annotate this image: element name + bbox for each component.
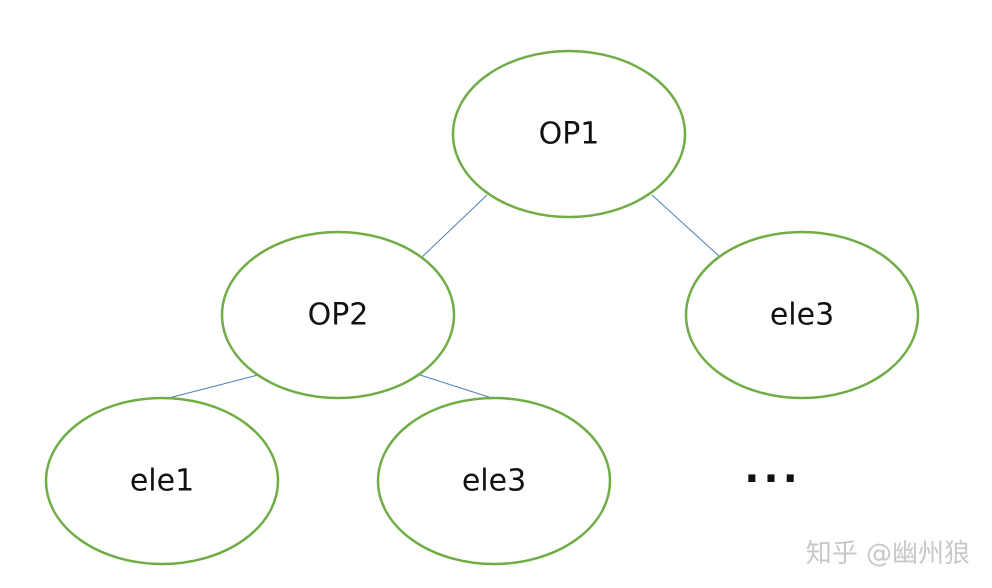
node-ele1-label: ele1 [130, 464, 194, 499]
node-op1: OP1 [451, 49, 687, 219]
node-ele3-right-label: ele3 [770, 298, 834, 333]
node-op2-label: OP2 [308, 298, 369, 333]
node-ele1: ele1 [44, 396, 280, 566]
watermark: 知乎 @幽州狼 [805, 539, 970, 569]
edge-op2-ele1 [164, 374, 259, 400]
node-ele3-right: ele3 [684, 230, 920, 400]
node-ele3-bottom-label: ele3 [462, 464, 526, 499]
edge-op1-ele3-right [651, 194, 721, 258]
node-ele3-bottom: ele3 [376, 396, 612, 566]
edge-op2-ele3-bottom [419, 374, 496, 400]
edge-op1-op2 [421, 194, 488, 258]
node-op1-label: OP1 [539, 117, 600, 152]
ellipsis-continuation: ··· [744, 456, 802, 502]
node-op2: OP2 [220, 230, 456, 400]
